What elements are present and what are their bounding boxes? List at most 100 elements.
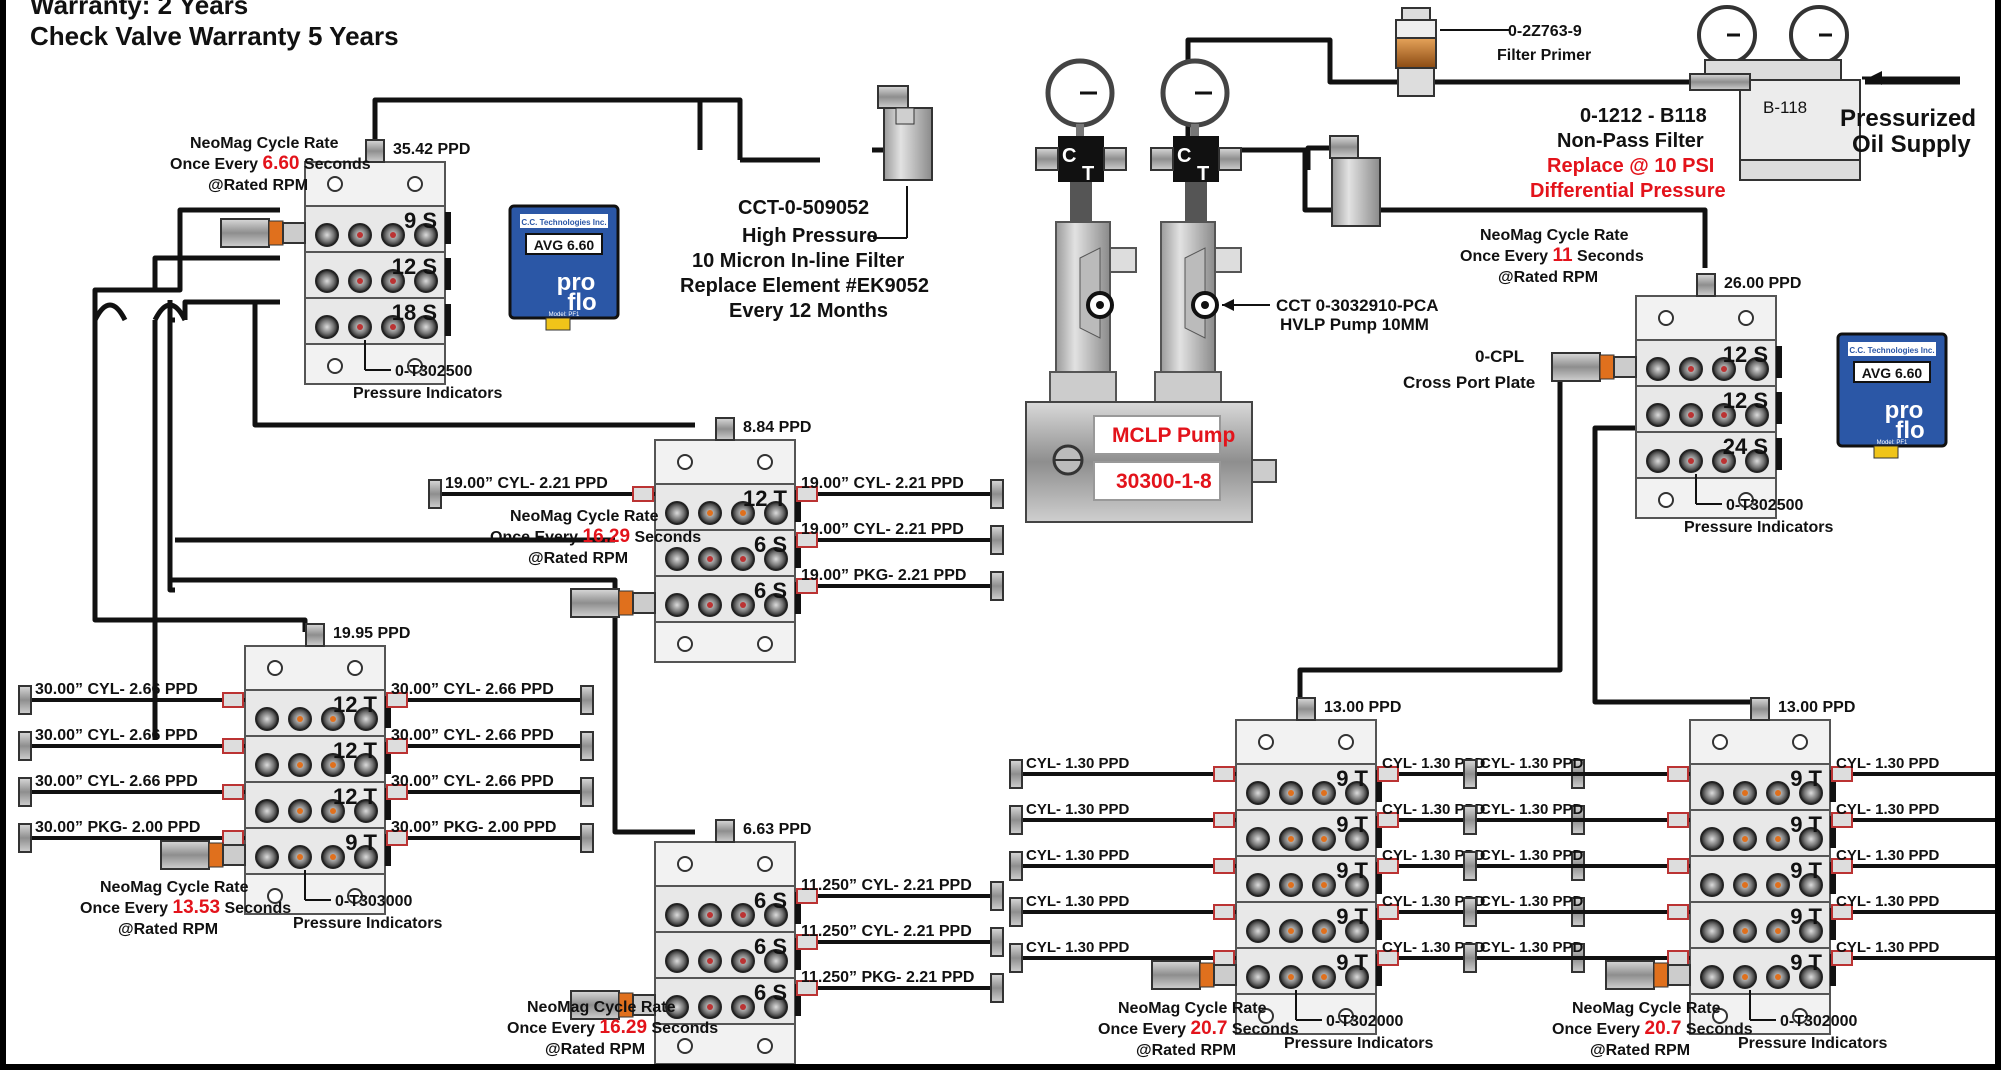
tube-block1-loop-c xyxy=(167,299,280,593)
indicator-dot xyxy=(1688,458,1694,464)
sensor-band xyxy=(1653,962,1669,988)
mount-hole xyxy=(757,636,773,652)
cycle-rated-rpm: @Rated RPM xyxy=(528,550,628,567)
inlet-fitting xyxy=(1750,697,1770,721)
section-size-label: 9 T xyxy=(1336,904,1368,929)
outlet-nut-left xyxy=(222,692,244,708)
pi-label: Pressure Indicators xyxy=(1284,1035,1434,1052)
sensor-nut xyxy=(632,994,656,1016)
section-tab xyxy=(1776,346,1782,378)
outlet-label-left: CYL- 1.30 PPD xyxy=(1480,893,1584,910)
section-tab xyxy=(795,536,801,568)
outlet-nut-right xyxy=(1377,766,1399,782)
counter-display xyxy=(1853,361,1931,383)
indicator-dot xyxy=(1321,790,1327,796)
sensor-body xyxy=(220,218,270,248)
pi-part-number: 0-T302000 xyxy=(1326,1013,1403,1030)
seconds-text: Seconds xyxy=(1227,1021,1298,1038)
piston-plug xyxy=(354,707,378,731)
outlet-nut-right xyxy=(386,692,408,708)
piston-plug xyxy=(315,315,339,339)
section-tab xyxy=(1776,392,1782,424)
piston-plug xyxy=(1700,827,1724,851)
indicator-dot xyxy=(740,510,746,516)
counter-model: Model: PF1 xyxy=(1877,440,1908,446)
neomag-sensor xyxy=(570,588,656,618)
indicator-dot xyxy=(707,510,713,516)
cycle-rated-rpm: @Rated RPM xyxy=(208,177,308,194)
indicator-dot xyxy=(1742,836,1748,842)
indicator-dot xyxy=(357,278,363,284)
outlet-nut-left xyxy=(1213,950,1235,966)
neomag-sensor xyxy=(1605,960,1691,990)
outlet-fitting-right xyxy=(580,777,594,807)
mount-hole xyxy=(267,888,283,904)
piston-plug xyxy=(1246,965,1270,989)
indicator-dot xyxy=(1721,412,1727,418)
outlet-nut-right xyxy=(1831,904,1853,920)
section-size-label: 9 T xyxy=(1336,766,1368,791)
sensor-body xyxy=(1551,352,1601,382)
outlet-nut-left xyxy=(1213,812,1235,828)
piston-plug xyxy=(255,707,279,731)
oil-supply-arrowhead xyxy=(1868,71,1882,85)
inlet-fitting xyxy=(365,139,385,163)
b118-tag: B-118 xyxy=(1763,98,1807,117)
outlet-nut-left xyxy=(1213,904,1235,920)
sensor-body xyxy=(570,588,620,618)
sensor-nut xyxy=(632,592,656,614)
sensor-nut xyxy=(282,222,306,244)
piston-plug xyxy=(255,753,279,777)
nonpass-part-number: 0-1212 - B118 xyxy=(1580,105,1707,127)
outlet-fitting-left xyxy=(1463,943,1477,973)
mount-hole xyxy=(1258,734,1274,750)
indicator-dot xyxy=(1721,366,1727,372)
indicator-dot xyxy=(1288,974,1294,980)
piston-plug xyxy=(665,593,689,617)
filter-primer xyxy=(1395,7,1437,97)
indicator-dot xyxy=(1742,928,1748,934)
filter-primer-label: Filter Primer xyxy=(1497,47,1591,64)
cycle-rated-rpm: @Rated RPM xyxy=(118,921,218,938)
indicator-dot xyxy=(1688,366,1694,372)
indicator-dot xyxy=(357,324,363,330)
piston-plug xyxy=(255,799,279,823)
piston-plug xyxy=(1799,827,1823,851)
indicator-dot xyxy=(1775,790,1781,796)
high-pressure-filter xyxy=(877,85,933,181)
divider-section: 6 S19.00” PKG- 2.21 PPD xyxy=(654,567,1004,623)
piston-plug xyxy=(1799,919,1823,943)
section-tab xyxy=(1830,862,1836,894)
divider-section: 12 S xyxy=(1635,385,1782,433)
counter-display xyxy=(525,233,603,255)
outlet-label-right: CYL- 1.30 PPD xyxy=(1836,847,1940,864)
indicator-dot xyxy=(1721,458,1727,464)
oil-supply-label-1: Pressurized xyxy=(1840,105,1976,132)
nonpass-filter-b118 xyxy=(1689,5,1861,181)
outlet-nut-right xyxy=(386,738,408,754)
mount-hole xyxy=(677,636,693,652)
indicator-dot xyxy=(1742,974,1748,980)
section-tab xyxy=(1830,908,1836,940)
piston-plug xyxy=(1745,403,1769,427)
inlet-fitting xyxy=(1296,697,1316,721)
once-every-text: Once Every xyxy=(1552,1021,1645,1038)
sensor-nut xyxy=(1213,964,1237,986)
section-size-label: 9 T xyxy=(1336,950,1368,975)
indicator-dot xyxy=(740,958,746,964)
section-size-label: 6 S xyxy=(754,934,787,959)
divider-section: 6 S11.250” PKG- 2.21 PPD xyxy=(654,969,1004,1025)
piston-plug xyxy=(764,547,788,571)
piston-plug xyxy=(1700,965,1724,989)
divider-section: 12 S xyxy=(304,251,451,299)
cycle-rate-value: 6.60 xyxy=(263,153,300,174)
divider-section: 18 S xyxy=(304,297,451,345)
block-ppd-label: 6.63 PPD xyxy=(743,821,811,838)
outlet-nut-left xyxy=(1667,950,1689,966)
